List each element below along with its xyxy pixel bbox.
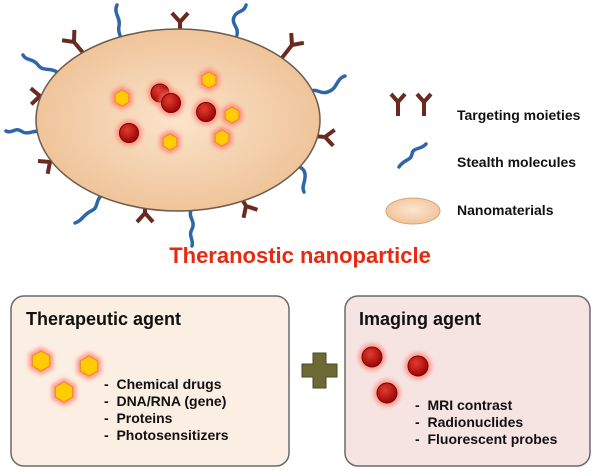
stealth-molecule-icon [4,127,44,135]
plus-icon [301,352,338,389]
targeting-moieties-icon [389,92,433,116]
stealth-molecules-icon [397,142,428,169]
imaging-item: MRI contrast [415,397,557,414]
red-circle-probe-icon [193,99,219,125]
legend-stealth-label: Stealth molecules [457,154,577,170]
red-circle-probe-icon [116,120,142,146]
hexagon-drug-icon [111,86,133,110]
therapeutic-item: Proteins [104,410,228,427]
red-circle-probe-icon [373,379,401,407]
hexagon-drug-icon [28,347,54,375]
stealth-molecule-icon [231,3,248,37]
legend-nanomaterials-label: Nanomaterials [457,202,554,218]
nanomaterials-icon [385,197,441,225]
box-payload-icons [28,343,432,407]
imaging-items: MRI contrastRadionuclidesFluorescent pro… [415,397,557,448]
stealth-molecule-icon [73,194,103,225]
diagram-title: Theranostic nanoparticle [169,243,431,268]
hexagon-drug-icon [159,130,181,154]
red-circle-probe-icon [358,343,386,371]
red-circle-probe-icon [158,90,184,116]
therapeutic-items: Chemical drugsDNA/RNA (gene)ProteinsPhot… [104,376,228,444]
therapeutic-item: Photosensitizers [104,427,228,444]
imaging-heading: Imaging agent [359,309,482,329]
therapeutic-heading: Therapeutic agent [26,309,182,329]
nanoparticle-payload [111,68,243,154]
hexagon-drug-icon [221,103,243,127]
stealth-molecule-icon [21,53,59,74]
stealth-molecule-icon [188,208,195,248]
nanoparticle-core [35,28,321,212]
therapeutic-item: Chemical drugs [104,376,228,393]
hexagon-drug-icon [198,68,220,92]
imaging-item: Radionuclides [415,414,557,431]
imaging-item: Fluorescent probes [415,431,557,448]
stealth-molecule-icon [307,74,347,95]
red-circle-probe-icon [404,352,432,380]
legend-targeting-label: Targeting moieties [457,107,581,123]
hexagon-drug-icon [211,126,233,150]
therapeutic-item: DNA/RNA (gene) [104,393,228,410]
hexagon-drug-icon [76,352,102,380]
hexagon-drug-icon [51,378,77,406]
